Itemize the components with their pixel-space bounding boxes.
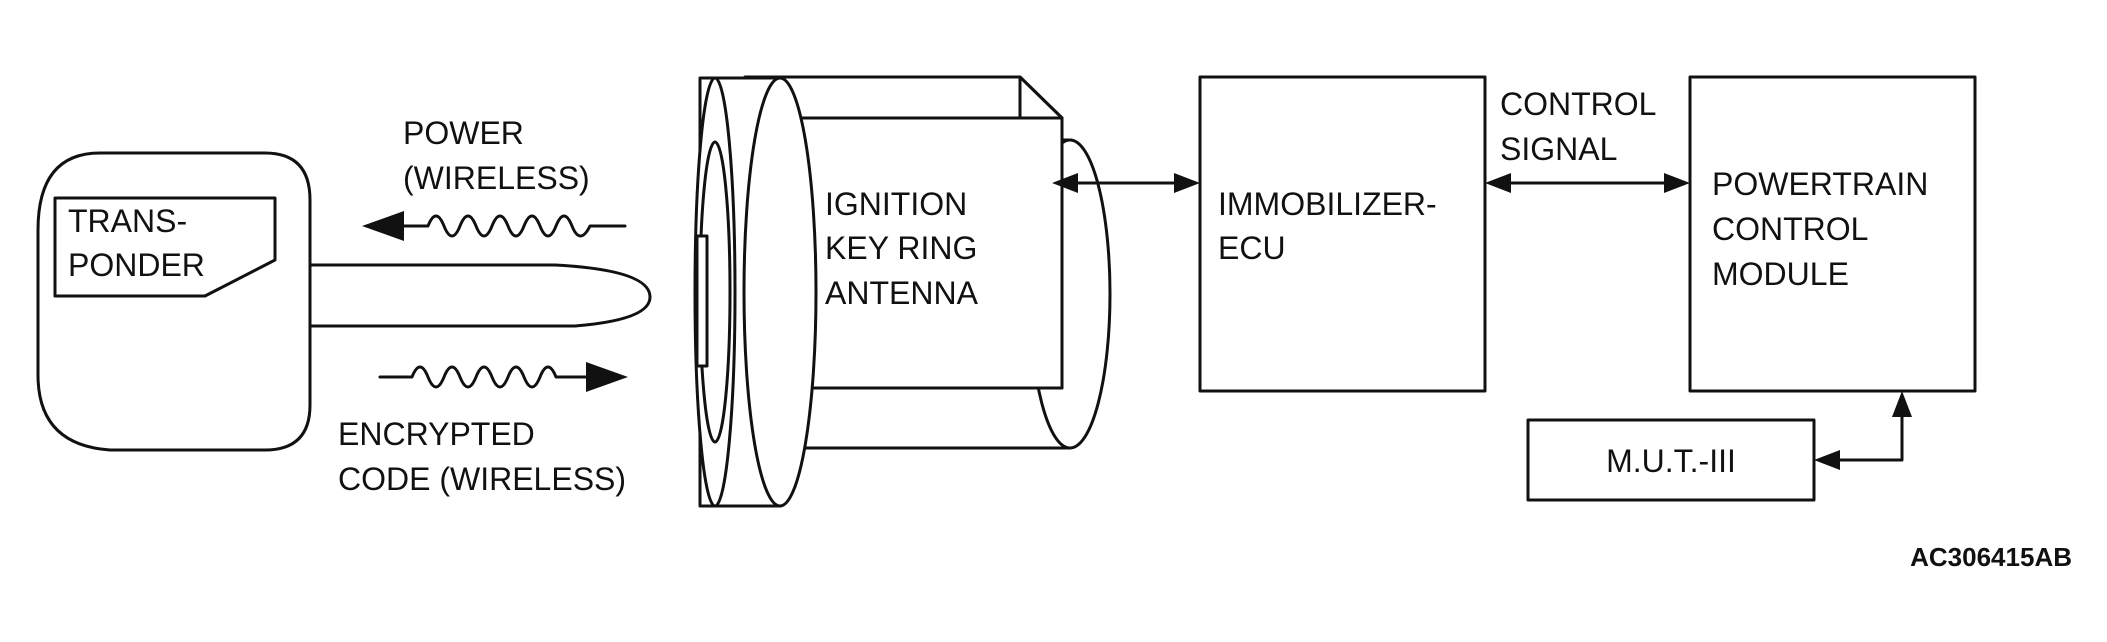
powertrain-control-module-label: POWERTRAIN CONTROL MODULE [1712, 166, 1937, 292]
antenna-ecu-link [1052, 173, 1200, 193]
power-wireless-arrow [362, 211, 627, 241]
figure-reference-code: AC306415AB [1910, 542, 2072, 572]
transponder-chip-outline [53, 196, 277, 298]
mut-iii-box: M.U.T.-III [1526, 418, 1816, 502]
antenna-label: IGNITION KEY RING ANTENNA [825, 186, 986, 311]
antenna-link-arrowhead-left [1052, 173, 1078, 193]
control-signal-arrowhead-right [1664, 173, 1690, 193]
encrypted-code-arrowhead [586, 362, 628, 392]
antenna-link-arrowhead-right [1174, 173, 1200, 193]
control-signal-link [1485, 173, 1690, 193]
key-slot [695, 234, 709, 368]
power-label: POWER (WIRELESS) [403, 115, 590, 196]
mut-link-arrowhead-up [1892, 391, 1912, 417]
transponder-label: TRANS- PONDER [68, 203, 205, 283]
key: TRANS- PONDER [36, 151, 652, 452]
powertrain-control-module-box: POWERTRAIN CONTROL MODULE [1688, 75, 1977, 393]
mut-link-arrowhead-left [1814, 450, 1840, 470]
ignition-key-ring-antenna: IGNITION KEY RING ANTENNA [693, 75, 1112, 508]
control-signal-label: CONTROL SIGNAL [1500, 86, 1664, 167]
encrypted-code-arrow [378, 362, 628, 392]
immobilizer-ecu-box: IMMOBILIZER- ECU [1198, 75, 1487, 393]
key-blade [303, 263, 652, 328]
key-head [36, 151, 312, 452]
mut-pcm-link [1814, 391, 1912, 470]
encrypted-code-label: ENCRYPTED CODE (WIRELESS) [338, 416, 626, 497]
mut-iii-label: M.U.T.-III [1606, 443, 1736, 479]
antenna-box-front [778, 116, 1064, 390]
immobilizer-ecu-label: IMMOBILIZER- ECU [1218, 186, 1446, 266]
control-signal-arrowhead-left [1485, 173, 1511, 193]
ring-flange-rim [742, 76, 818, 508]
power-arrowhead [362, 211, 404, 241]
